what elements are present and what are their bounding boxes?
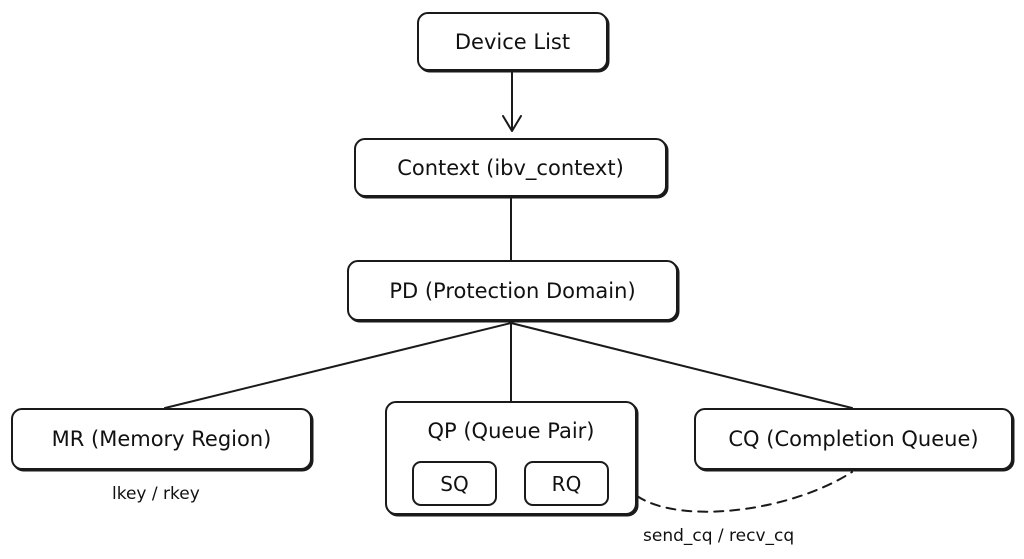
protection-domain-label: PD (Protection Domain) — [389, 278, 636, 303]
send-queue-label: SQ — [440, 471, 469, 496]
edge-pd-to-cq — [510, 322, 853, 409]
edge-pd-to-mr — [164, 322, 512, 409]
arrowhead-icon — [502, 115, 522, 132]
context-node: Context (ibv_context) — [354, 138, 667, 197]
device-list-node: Device List — [417, 12, 608, 71]
completion-queue-label: CQ (Completion Queue) — [728, 427, 979, 451]
mr-keys-label: lkey / rkey — [112, 484, 200, 504]
device-list-label: Device List — [454, 29, 571, 54]
receive-queue-node: RQ — [524, 461, 609, 506]
protection-domain-node: PD (Protection Domain) — [347, 260, 678, 321]
send-queue-node: SQ — [412, 461, 497, 506]
completion-queue-node: CQ (Completion Queue) — [694, 408, 1013, 470]
context-label: Context (ibv_context) — [397, 155, 624, 180]
qp-cq-edge-label: send_cq / recv_cq — [643, 526, 795, 546]
queue-pair-node: QP (Queue Pair) SQ RQ — [385, 401, 637, 515]
memory-region-label: MR (Memory Region) — [51, 427, 272, 451]
memory-region-node: MR (Memory Region) — [11, 408, 312, 470]
edge-qp-to-cq-dashed — [636, 471, 853, 513]
queue-pair-label: QP (Queue Pair) — [427, 419, 595, 443]
receive-queue-label: RQ — [551, 471, 582, 496]
